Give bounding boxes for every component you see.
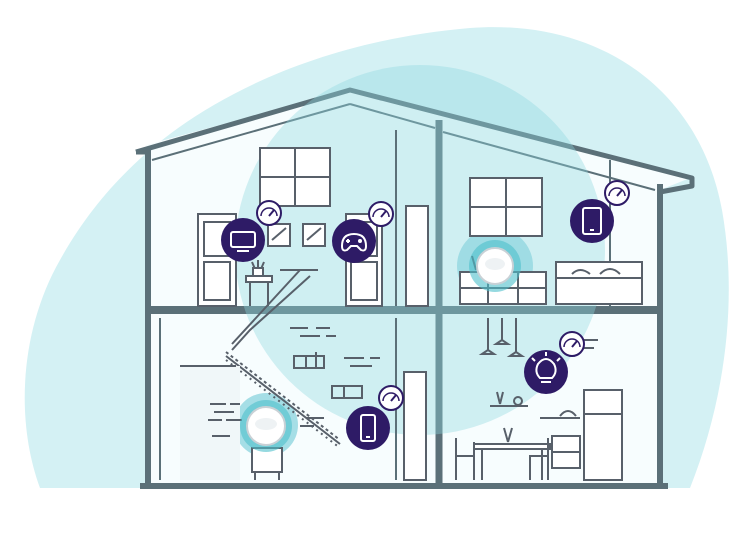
- kitchen: [455, 318, 623, 481]
- mesh-node-upper: [469, 240, 521, 292]
- device-game-controller: [332, 201, 394, 263]
- speed-gauge-icon: [604, 180, 630, 206]
- device-light-bulb: [524, 331, 585, 394]
- dining-table: [473, 443, 551, 450]
- device-badge: [221, 218, 265, 262]
- mesh-node-lower: [240, 400, 292, 452]
- speed-gauge-icon: [256, 200, 282, 226]
- door-living-far: [405, 205, 429, 307]
- roof-line: [135, 87, 695, 195]
- plant-kitchen: [503, 427, 513, 443]
- stairwell-room: [208, 327, 427, 481]
- chair-right: [529, 438, 549, 480]
- bricks-top: [290, 327, 336, 337]
- smartphone-icon: [360, 414, 376, 442]
- speed-gauge-icon: [378, 385, 404, 411]
- light-bulb-icon: [531, 352, 561, 383]
- game-controller-icon: [340, 232, 368, 252]
- node-cabinet: [251, 447, 283, 473]
- shelf-boxes-mid: [331, 385, 363, 399]
- tv-icon: [230, 231, 256, 252]
- bricks-mid: [344, 357, 380, 367]
- speed-gauge-icon: [368, 201, 394, 227]
- device-tv: [221, 200, 282, 262]
- device-badge: [332, 219, 376, 263]
- door-stairwell: [403, 371, 427, 481]
- device-tablet: [570, 180, 630, 243]
- refrigerator: [583, 389, 623, 481]
- left-ceiling-b: [349, 103, 436, 129]
- device-badge: [524, 350, 568, 394]
- device-badge: [570, 199, 614, 243]
- staircase: [180, 269, 341, 480]
- speed-gauge-icon: [559, 331, 585, 357]
- bed: [555, 261, 643, 305]
- device-badge: [346, 406, 390, 450]
- device-smartphone: [346, 385, 404, 450]
- chair-left: [455, 438, 475, 480]
- left-ceiling: [151, 103, 351, 161]
- tablet-icon: [582, 207, 602, 235]
- bricks-low: [208, 403, 324, 437]
- kitchen-marks: [584, 339, 598, 349]
- shelf-boxes-top: [293, 355, 325, 369]
